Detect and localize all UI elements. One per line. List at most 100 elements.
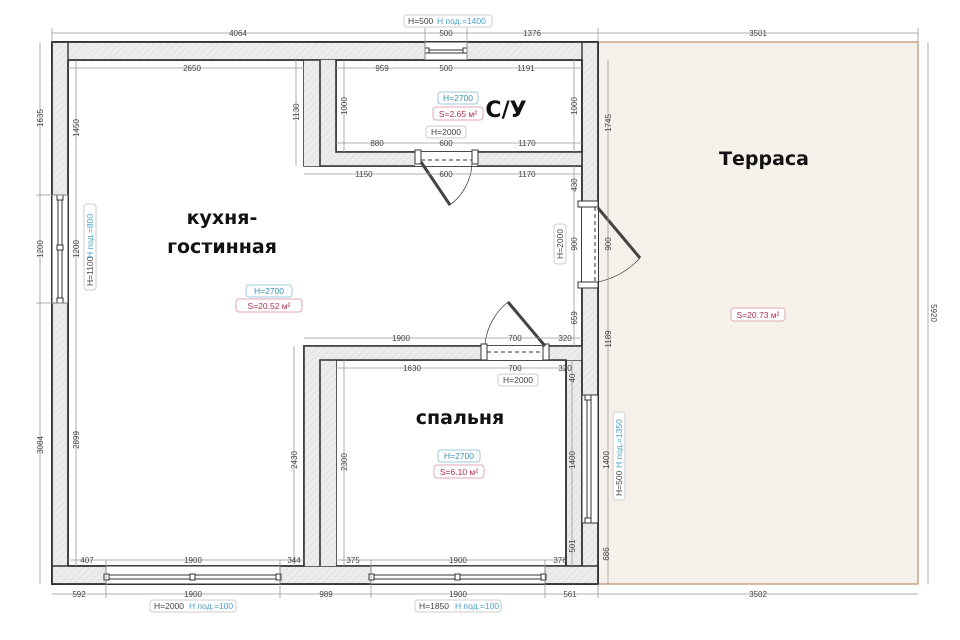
dim-kitchen-bottom-window: 1900: [184, 556, 202, 565]
dim-bottom-terrace: 3502: [749, 590, 767, 599]
svg-text:H под.=100: H под.=100: [189, 601, 233, 611]
dim-bed-right-bottom: 501: [568, 539, 577, 553]
dim-wc-bottom-left: 880: [370, 139, 384, 148]
dim-kitchen-right-top: 1130: [292, 103, 301, 121]
room-bedroom-label: спальня: [416, 407, 504, 429]
dim-wc-right: 1000: [570, 97, 579, 115]
dim-bed-right-top: 40: [568, 373, 577, 382]
window-kitchen-bottom: [103, 565, 282, 585]
room-kitchen-label-line1: кухня-: [187, 207, 258, 229]
room-tags: H=2700 S=20.52 м² H=2700 S=2.65 м² H=270…: [235, 91, 786, 479]
svg-text:H=2000: H=2000: [154, 601, 184, 611]
wc-tags: H=2700 S=2.65 м²: [432, 91, 484, 121]
svg-text:H под.=1350: H под.=1350: [614, 419, 624, 468]
dim-bed-bottom-left: 375: [346, 556, 360, 565]
tag-bed-side-window: H=500 H под.=1350: [612, 411, 626, 501]
dim-kitchen-left-top: 1450: [72, 119, 81, 137]
dim-partition-outer: 2430: [290, 451, 299, 469]
bedroom-height: H=2700: [444, 451, 474, 461]
dim-bed-bottom-right: 376: [553, 556, 567, 565]
dim-left-bottom: 3084: [36, 436, 45, 454]
dim-bottom-mid: 989: [319, 590, 333, 599]
dim-kitchen-bottom-right: 344: [287, 556, 301, 565]
dim-wc-top-right: 1191: [517, 64, 535, 73]
dim-wc-bottom-right: 1170: [518, 139, 536, 148]
dim-bottom-window1: 1900: [184, 590, 202, 599]
wc-height: H=2700: [443, 93, 473, 103]
window-bedroom-right: [581, 394, 599, 524]
dim-bed-top-right: 320: [558, 364, 572, 373]
svg-text:H=2000: H=2000: [503, 375, 533, 385]
dim-hall-top-left: 1150: [355, 170, 373, 179]
dim-bed-wall-top-right: 320: [558, 334, 572, 343]
dim-wc-bottom-door: 600: [439, 139, 453, 148]
dim-top-terrace: 3501: [749, 29, 767, 38]
svg-text:H=1850: H=1850: [419, 601, 449, 611]
room-kitchen-label-line2: гостинная: [167, 236, 277, 258]
opening-tags: H=500 H под.=1400 H=2000 H=1100 H под.=8…: [83, 14, 626, 613]
dim-right-terrace: 5920: [929, 304, 938, 322]
kitchen-tags: H=2700 S=20.52 м²: [235, 284, 303, 313]
dim-top-right: 1376: [523, 29, 541, 38]
dim-bed-wall-top-door: 700: [508, 334, 522, 343]
dim-kitchen-left-bottom: 2899: [72, 431, 81, 449]
dim-top-window: 500: [439, 29, 453, 38]
dim-kitchen-bottom-left: 407: [80, 556, 94, 565]
dim-right-wall-bottom: 686: [602, 547, 611, 561]
dim-bottom-right: 561: [563, 590, 577, 599]
dimension-lines: [36, 28, 929, 598]
kitchen-height: H=2700: [254, 286, 284, 296]
bedroom-area: S=6.10 м²: [440, 467, 478, 477]
door-entry: [577, 200, 642, 289]
dim-hall-top-right: 1170: [518, 170, 536, 179]
svg-text:H под.=100: H под.=100: [455, 601, 499, 611]
inner-dimensions: 2650 1450 1200 2899 1130 407 1900 344 95…: [72, 64, 613, 565]
svg-text:H=2000: H=2000: [431, 127, 461, 137]
svg-text:H=500: H=500: [614, 470, 624, 496]
room-labels: кухня- гостинная С/У спальня Терраса: [167, 98, 809, 429]
tag-kitchen-window: H=1100 H под.=800: [83, 203, 97, 291]
outer-dimensions: 4064 500 1376 3501 1635 1200 3084 5920 5…: [36, 29, 938, 599]
dim-wc-left: 1000: [340, 97, 349, 115]
window-bedroom-bottom: [368, 565, 547, 585]
dim-bed-top-door: 700: [508, 364, 522, 373]
svg-text:H=2000: H=2000: [555, 229, 565, 259]
tag-kitchen-bottom-window: H=2000 H под.=100: [149, 599, 237, 613]
terrace-area-label: S=20.73 м²: [737, 310, 780, 320]
window-wc-top: [424, 41, 468, 61]
dim-right-wall-top: 1745: [604, 114, 613, 132]
dim-wc-top-left: 959: [375, 64, 389, 73]
room-bedroom: [335, 359, 567, 567]
tag-wc-window: H=500 H под.=1400: [403, 14, 493, 28]
dim-bed-bottom-window: 1900: [449, 556, 467, 565]
dim-left-window: 1200: [36, 240, 45, 258]
dim-bottom-window2: 1900: [449, 590, 467, 599]
dim-bed-left: 2300: [340, 453, 349, 471]
terrace-tags: S=20.73 м²: [730, 307, 786, 322]
wc-area: S=2.65 м²: [439, 109, 477, 119]
bedroom-tags: H=2700 S=6.10 м²: [433, 449, 485, 479]
dim-left-top: 1635: [36, 109, 45, 127]
dim-entry-door-inner: 900: [570, 237, 579, 251]
dim-kitchen-left-window: 1200: [72, 240, 81, 258]
tag-entry-door: H=2000: [553, 223, 567, 265]
dim-bed-right-window-outer: 1400: [602, 451, 611, 469]
dim-entry-top: 430: [570, 178, 579, 192]
svg-text:H под.=800: H под.=800: [85, 214, 95, 258]
dim-hall-top-door: 600: [439, 170, 453, 179]
kitchen-area: S=20.52 м²: [248, 301, 291, 311]
tag-wc-door: H=2000: [425, 125, 467, 139]
room-wc-label: С/У: [485, 98, 526, 123]
dim-bed-top-left: 1630: [403, 364, 421, 373]
svg-text:H под.=1400: H под.=1400: [437, 16, 486, 26]
door-wc: [414, 149, 479, 206]
svg-text:H=1100: H=1100: [85, 256, 95, 286]
dim-entry-bottom: 659: [570, 311, 579, 325]
svg-text:H=500: H=500: [408, 16, 434, 26]
window-kitchen-left: [51, 194, 69, 304]
room-terrace-label: Терраса: [719, 148, 809, 170]
dim-top-left: 4064: [229, 29, 247, 38]
dim-bottom-left: 592: [72, 590, 86, 599]
tag-bed-bottom-window: H=1850 H под.=100: [414, 599, 502, 613]
